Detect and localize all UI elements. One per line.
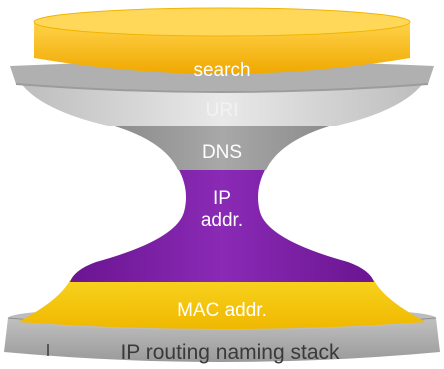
mac-layer	[18, 280, 426, 329]
ip-label-line1: IP	[213, 188, 231, 209]
ip-layer	[70, 168, 374, 282]
search-label: search	[193, 60, 250, 81]
ip-label-line2: addr.	[201, 210, 243, 231]
dns-layer	[108, 124, 336, 170]
dns-label: DNS	[202, 142, 242, 163]
uri-layer	[20, 82, 424, 126]
search-layer	[33, 7, 411, 74]
base-label: IP routing naming stack	[120, 341, 340, 364]
uri-label: URI	[206, 100, 239, 121]
mac-label: MAC addr.	[177, 300, 267, 321]
